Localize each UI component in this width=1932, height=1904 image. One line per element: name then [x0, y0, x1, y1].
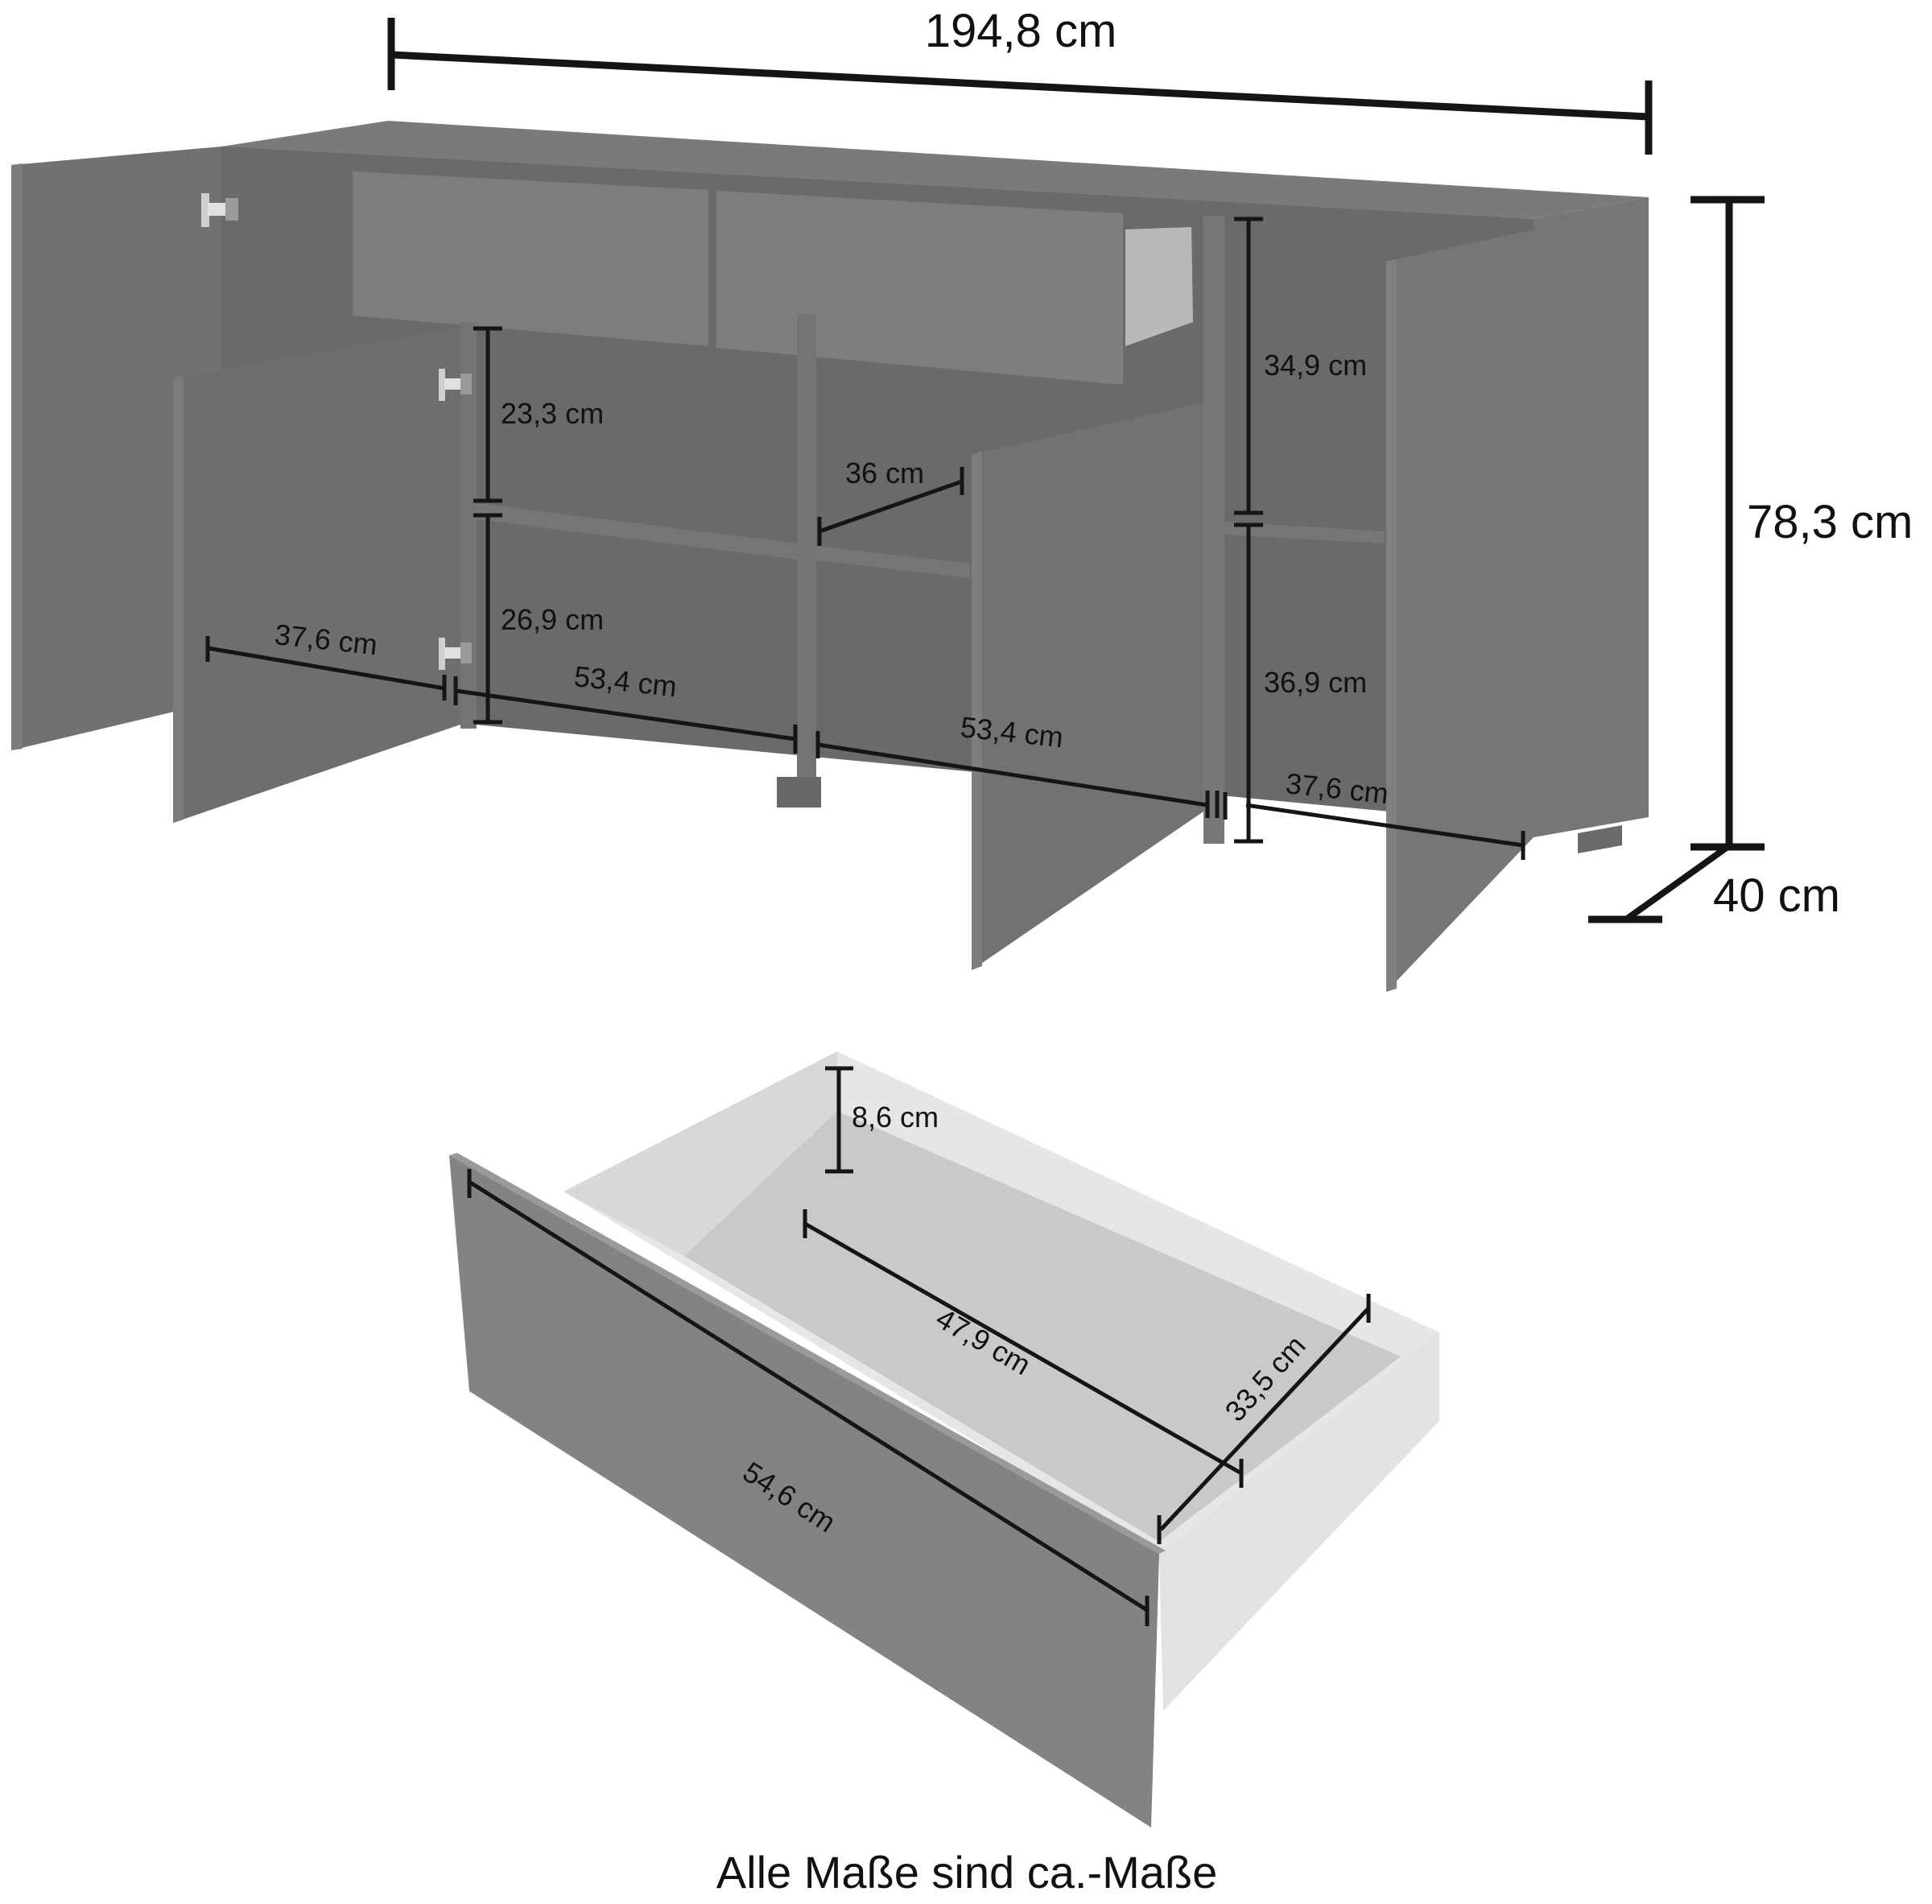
left-lower-height-dimension: 26,9 cm [473, 513, 604, 725]
door-middle-right-edge [972, 451, 982, 970]
overall-height-dimension: 78,3 cm [1690, 196, 1913, 851]
divider-middle [797, 314, 816, 777]
door-middle-right [972, 403, 1203, 970]
door-left [173, 327, 460, 823]
shelf-left [477, 503, 797, 560]
hinge-icon [439, 638, 472, 670]
drawer-front-panel [449, 1155, 1159, 1828]
overall-depth-dimension: 40 cm [1588, 844, 1840, 923]
drawer-front-left [353, 171, 708, 346]
cabinet-top [221, 121, 1649, 219]
hinge-icon [439, 369, 472, 401]
overall-depth-label: 40 cm [1713, 869, 1840, 922]
right-upper-height-label: 34,9 cm [1264, 349, 1367, 382]
door-left-edge [173, 375, 184, 823]
door-far-left-edge [11, 163, 23, 750]
door-far-right [1386, 229, 1534, 992]
shelf-right [1224, 522, 1385, 543]
drawer-back-wall [564, 1051, 837, 1256]
overall-height-label: 78,3 cm [1747, 496, 1913, 548]
overall-width-dimension: 194,8 cm [387, 5, 1653, 155]
drawer-front-top-edge [449, 1153, 1166, 1554]
door-far-right-edge [1386, 259, 1397, 992]
overall-width-label: 194,8 cm [925, 5, 1117, 57]
middle-shelf-depth-dimension: 36 cm [817, 456, 964, 546]
middle-shelf-depth-label: 36 cm [845, 456, 924, 489]
right-lower-height-dimension: 36,9 cm [1234, 522, 1367, 844]
hinge-icon [201, 193, 238, 227]
door-far-left [11, 147, 221, 750]
left-upper-height-label: 23,3 cm [501, 397, 604, 430]
drawer-height-label: 8,6 cm [852, 1101, 939, 1134]
right-lower-height-label: 36,9 cm [1264, 666, 1367, 699]
drawer-bottom [684, 1111, 1401, 1542]
sideboard-illustration [11, 121, 1649, 992]
drawer-illustration [449, 1051, 1439, 1828]
shelf-middle [816, 546, 970, 578]
drawer-open-interior [1125, 227, 1193, 346]
footnote-approximate-dimensions: Alle Maße sind ca.-Maße [716, 1847, 1217, 1898]
left-lower-height-label: 26,9 cm [501, 603, 604, 636]
cabinet-foot-right [1578, 825, 1622, 853]
left-upper-height-dimension: 23,3 cm [473, 326, 604, 503]
right-upper-height-dimension: 34,9 cm [1234, 217, 1367, 515]
drawer-height-dimension: 8,6 cm [825, 1066, 939, 1174]
divider-left [460, 322, 477, 729]
divider-right [1203, 216, 1224, 844]
drawer-side-panel [1159, 1332, 1439, 1711]
drawer-front-right [716, 191, 1123, 385]
cabinet-foot [777, 777, 821, 807]
cabinet-right-side [1534, 197, 1649, 837]
